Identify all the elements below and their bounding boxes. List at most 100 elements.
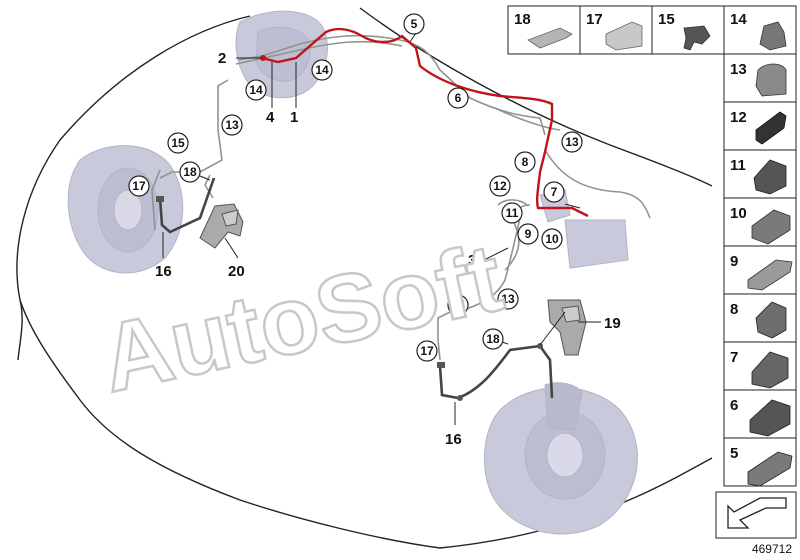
circle-13-c bbox=[497, 288, 519, 310]
clip-18-icon bbox=[527, 27, 573, 49]
part-cell-17: 17 bbox=[579, 5, 653, 55]
part-number-17: 17 bbox=[586, 11, 603, 28]
leader-lines bbox=[162, 29, 601, 425]
part-cell-14: 14 bbox=[723, 5, 797, 55]
circled-num-7: 7 bbox=[551, 185, 558, 199]
callout-2: 2 bbox=[218, 50, 226, 67]
circled-num-13-c: 13 bbox=[501, 292, 515, 306]
part-cell-9: 9 bbox=[723, 245, 797, 295]
circled-num-18-b: 18 bbox=[486, 332, 500, 346]
circle-13-b bbox=[561, 131, 583, 153]
callout-1: 1 bbox=[290, 109, 298, 126]
circle-13-a bbox=[221, 114, 243, 136]
part-number-12: 12 bbox=[730, 109, 747, 126]
clip-12-icon bbox=[755, 111, 787, 145]
part-number-14: 14 bbox=[730, 11, 747, 28]
part-cell-6: 6 bbox=[723, 389, 797, 439]
circle-15-b bbox=[447, 294, 469, 316]
clip-11-icon bbox=[753, 159, 787, 195]
part-number-8: 8 bbox=[730, 301, 738, 318]
part-number-10: 10 bbox=[730, 205, 747, 222]
circled-num-14-b: 14 bbox=[249, 83, 263, 97]
part-cell-13: 13 bbox=[723, 53, 797, 103]
circled-num-10: 10 bbox=[545, 232, 559, 246]
circle-15-a bbox=[167, 132, 189, 154]
part-cell-5: 5 bbox=[723, 437, 797, 487]
circled-num-13-b: 13 bbox=[565, 135, 579, 149]
circle-18-a bbox=[179, 161, 201, 183]
clip-10-icon bbox=[751, 209, 791, 245]
document-id: 469712 bbox=[751, 542, 792, 556]
callout-19: 19 bbox=[604, 315, 621, 332]
circle-9 bbox=[517, 223, 539, 245]
part-cell-8: 8 bbox=[723, 293, 797, 343]
circle-17-b bbox=[416, 340, 438, 362]
clip-13-icon bbox=[755, 63, 787, 97]
callout-16-front: 16 bbox=[155, 263, 172, 280]
circle-6 bbox=[447, 87, 469, 109]
circle-8 bbox=[514, 151, 536, 173]
clip-7-icon bbox=[751, 351, 789, 389]
part-number-15: 15 bbox=[658, 11, 675, 28]
circled-num-15-b: 15 bbox=[451, 298, 465, 312]
parts-panel-right-column: 13 12 11 10 9 8 7 bbox=[715, 53, 797, 539]
circled-num-13-a: 13 bbox=[225, 118, 239, 132]
clip-6-icon bbox=[749, 399, 791, 437]
bracket-19 bbox=[547, 299, 587, 356]
callout-20: 20 bbox=[228, 263, 245, 280]
part-cell-11: 11 bbox=[723, 149, 797, 199]
bracket-17-icon bbox=[605, 21, 643, 51]
left-brake-disc-ghost bbox=[67, 145, 184, 274]
callout-4: 4 bbox=[266, 109, 275, 126]
holder-15-icon bbox=[683, 25, 711, 51]
part-cell-12: 12 bbox=[723, 101, 797, 151]
callout-16-rear: 16 bbox=[445, 431, 462, 448]
circled-num-6: 6 bbox=[455, 91, 462, 105]
part-cell-7: 7 bbox=[723, 341, 797, 391]
circle-11 bbox=[501, 202, 523, 224]
clip-14-icon bbox=[759, 21, 787, 51]
part-number-5: 5 bbox=[730, 445, 738, 462]
part-cell-arrow bbox=[715, 491, 797, 539]
part-number-11: 11 bbox=[730, 157, 746, 174]
part-number-7: 7 bbox=[730, 349, 738, 366]
part-number-9: 9 bbox=[730, 253, 738, 270]
parts-panel-top-row: 18 17 15 14 bbox=[507, 5, 797, 55]
circled-numbers: 5 14 14 6 13 15 17 18 12 8 7 13 11 9 10 … bbox=[132, 17, 579, 358]
clip-9-icon bbox=[747, 259, 793, 291]
rear-brake-disc-ghost bbox=[483, 382, 638, 535]
circled-callouts bbox=[128, 13, 583, 362]
circle-17-a bbox=[128, 175, 150, 197]
circled-num-12: 12 bbox=[493, 179, 507, 193]
part-number-13: 13 bbox=[730, 61, 747, 78]
part-cell-15: 15 bbox=[651, 5, 725, 55]
circled-num-17-a: 17 bbox=[132, 179, 146, 193]
circled-num-14-a: 14 bbox=[315, 63, 329, 77]
circled-num-15-a: 15 bbox=[171, 136, 185, 150]
brake-line-fitting bbox=[260, 55, 266, 61]
circle-7 bbox=[543, 181, 565, 203]
bracket-20 bbox=[199, 203, 244, 249]
clip-8-icon bbox=[755, 301, 787, 339]
circled-num-8: 8 bbox=[522, 155, 529, 169]
circle-10 bbox=[541, 228, 563, 250]
callout-3: 3 bbox=[468, 252, 476, 269]
circled-num-17-b: 17 bbox=[420, 344, 434, 358]
arrow-icon bbox=[727, 497, 787, 529]
circled-num-11: 11 bbox=[506, 206, 519, 220]
part-cell-10: 10 bbox=[723, 197, 797, 247]
circled-num-18-a: 18 bbox=[183, 165, 197, 179]
circle-5 bbox=[403, 13, 425, 35]
part-number-6: 6 bbox=[730, 397, 738, 414]
callout-labels: 2 4 1 16 20 3 19 16 bbox=[155, 50, 621, 448]
circled-num-9: 9 bbox=[525, 227, 532, 241]
circled-num-5: 5 bbox=[411, 17, 418, 31]
circle-14-b bbox=[245, 79, 267, 101]
part-number-18: 18 bbox=[514, 11, 531, 28]
main-brake-line bbox=[261, 27, 589, 218]
hose-fittings bbox=[156, 196, 543, 401]
circle-14-a bbox=[311, 59, 333, 81]
clip-5-icon bbox=[747, 451, 793, 487]
part-cell-18: 18 bbox=[507, 5, 581, 55]
